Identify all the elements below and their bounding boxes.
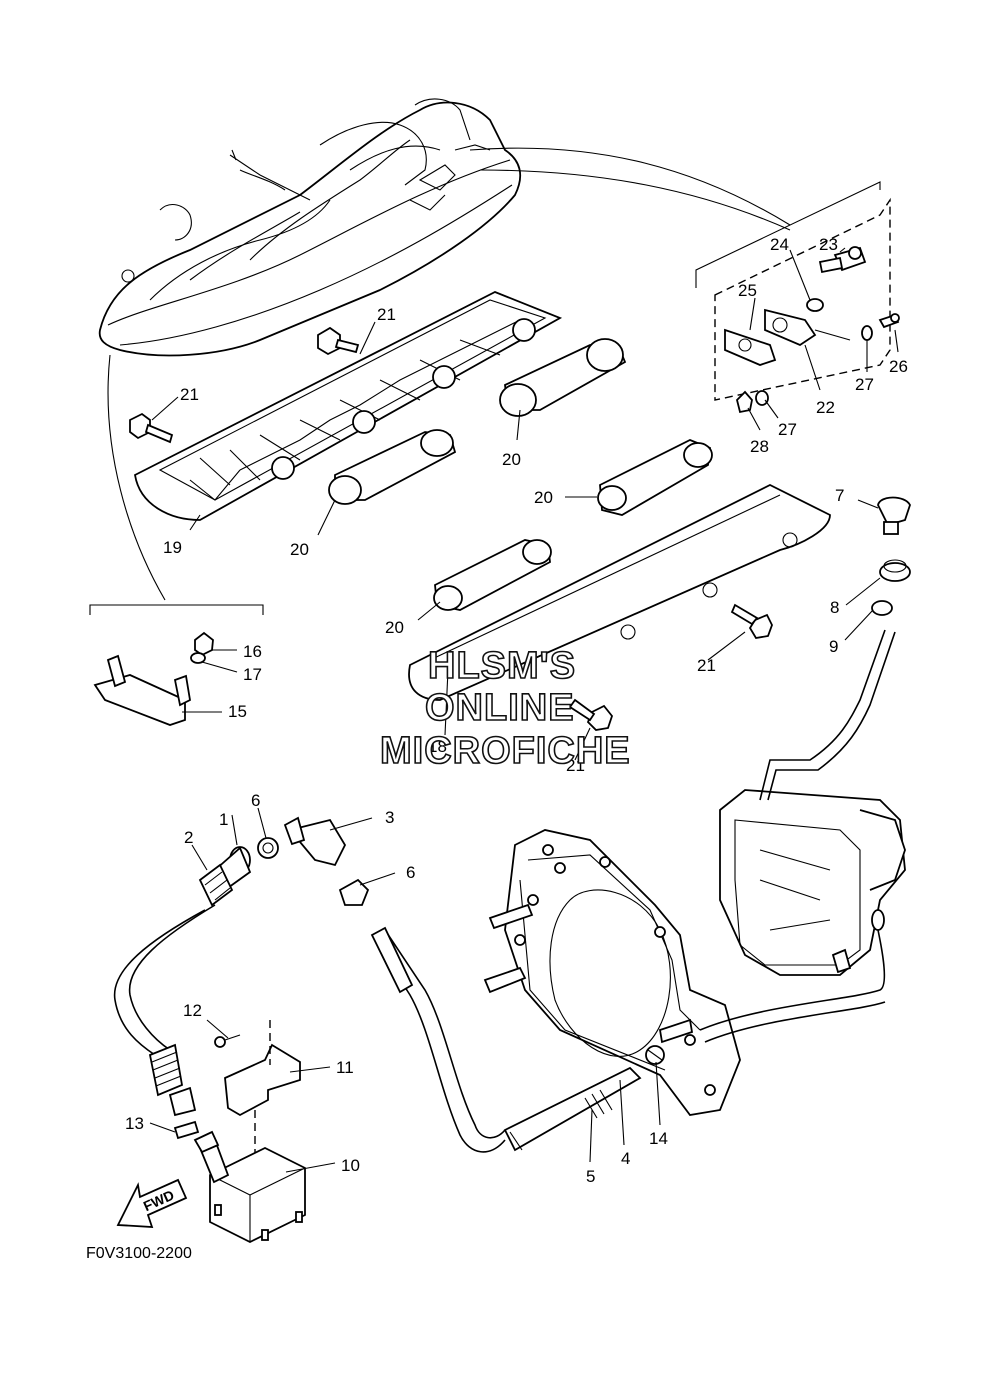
spigot-plate-15 (93, 654, 191, 726)
nut-16 (194, 631, 214, 657)
callout-20c: 20 (534, 488, 553, 507)
callout-20a: 20 (502, 450, 521, 469)
clamp-9 (871, 600, 893, 616)
callout-3: 3 (385, 808, 394, 827)
callouts: 1 2 3 4 5 6 6 7 8 9 10 11 12 13 14 15 16… (125, 235, 908, 1186)
screw-13 (173, 1120, 200, 1140)
callout-22: 22 (816, 398, 835, 417)
callout-14: 14 (649, 1129, 668, 1148)
callout-24: 24 (770, 235, 789, 254)
o-ring-24 (806, 298, 824, 312)
plug-7 (877, 496, 911, 535)
clamp-6a (257, 837, 279, 859)
clamp-14 (645, 1045, 665, 1065)
callout-17: 17 (243, 665, 262, 684)
screw-26 (878, 313, 900, 329)
joint-3 (283, 816, 347, 867)
jet-pump-housing (719, 789, 906, 976)
bracket-20a (499, 338, 627, 417)
intake-duct-housing (483, 829, 741, 1116)
callout-5: 5 (586, 1167, 595, 1186)
hose-left-2 (128, 904, 216, 1051)
screw-12 (214, 1034, 241, 1048)
watermark: HLSM'S ONLINE MICROFICHE (379, 644, 631, 773)
bolt-21d (568, 698, 614, 731)
callout-20b: 20 (290, 540, 309, 559)
figure-code: F0V3100-2200 (86, 1245, 192, 1262)
callout-6b: 6 (406, 863, 415, 882)
bolt-21b (317, 326, 360, 356)
callout-21c: 21 (697, 656, 716, 675)
callout-11: 11 (336, 1058, 354, 1077)
callout-1: 1 (219, 810, 228, 829)
hose-left (113, 909, 206, 1056)
watermark-line3: MICROFICHE (380, 730, 631, 772)
callout-13: 13 (125, 1114, 144, 1133)
callout-25: 25 (738, 281, 757, 300)
detail-bracket-right (695, 181, 881, 288)
hose-center (371, 934, 506, 1153)
callout-8: 8 (830, 598, 839, 617)
bypass-pipe (699, 929, 886, 1031)
callout-4: 4 (621, 1149, 630, 1168)
hose-coil (148, 1043, 197, 1117)
washer-27b (755, 390, 769, 406)
callout-9: 9 (829, 637, 838, 656)
callout-12: 12 (183, 1001, 202, 1020)
callout-15: 15 (228, 702, 247, 721)
tube-9b (767, 631, 896, 801)
washer-17 (190, 652, 206, 664)
callout-21b: 21 (377, 305, 396, 324)
washer-27a (861, 325, 873, 341)
fwd-arrow-icon: FWD (116, 1178, 188, 1228)
intake-grate-18 (408, 483, 831, 701)
bracket-11 (224, 1020, 301, 1165)
grommet-8 (879, 559, 911, 582)
bracket-20c (597, 439, 713, 516)
bracket-20b (328, 429, 457, 505)
leader-lines (149, 247, 899, 1173)
bolt-21a (129, 412, 174, 444)
callout-18: 18 (428, 737, 447, 756)
hose-2 (198, 863, 234, 907)
hull-leader-1 (469, 147, 791, 226)
callout-16: 16 (243, 642, 262, 661)
nut-28 (736, 390, 753, 414)
callout-7: 7 (835, 486, 844, 505)
hull-leader-3 (107, 354, 166, 601)
hull-leader-2 (479, 169, 791, 231)
drain-plug-23 (818, 246, 867, 274)
pipe-4-5 (503, 1066, 642, 1152)
plate-22 (764, 308, 817, 347)
bracket-20d (433, 539, 552, 611)
bolt-21c (730, 603, 773, 639)
watermark-line2: ONLINE (425, 687, 575, 729)
callout-10: 10 (341, 1156, 360, 1175)
callout-27a: 27 (855, 375, 874, 394)
gasket-25 (724, 328, 777, 366)
watermark-line1: HLSM'S (428, 645, 576, 687)
bypass-pipe-2 (704, 1001, 886, 1043)
callout-28: 28 (750, 437, 769, 456)
detail-bracket-left (89, 604, 264, 615)
callout-27b: 27 (778, 420, 797, 439)
filter-10 (193, 1130, 306, 1244)
callout-6a: 6 (251, 791, 260, 810)
callout-23: 23 (819, 235, 838, 254)
callout-26: 26 (889, 357, 908, 376)
hose-section (370, 926, 414, 994)
intake-grate-19 (134, 291, 563, 521)
tube-9 (759, 629, 886, 801)
callout-21d: 21 (566, 756, 585, 775)
callout-19: 19 (163, 538, 182, 557)
hose-center-2 (384, 929, 506, 1139)
clamp-6b (338, 878, 370, 906)
detail-box (714, 197, 891, 401)
callout-21a: 21 (180, 385, 199, 404)
callout-20d: 20 (385, 618, 404, 637)
watercraft-illustration (98, 98, 522, 357)
callout-2: 2 (184, 828, 193, 847)
